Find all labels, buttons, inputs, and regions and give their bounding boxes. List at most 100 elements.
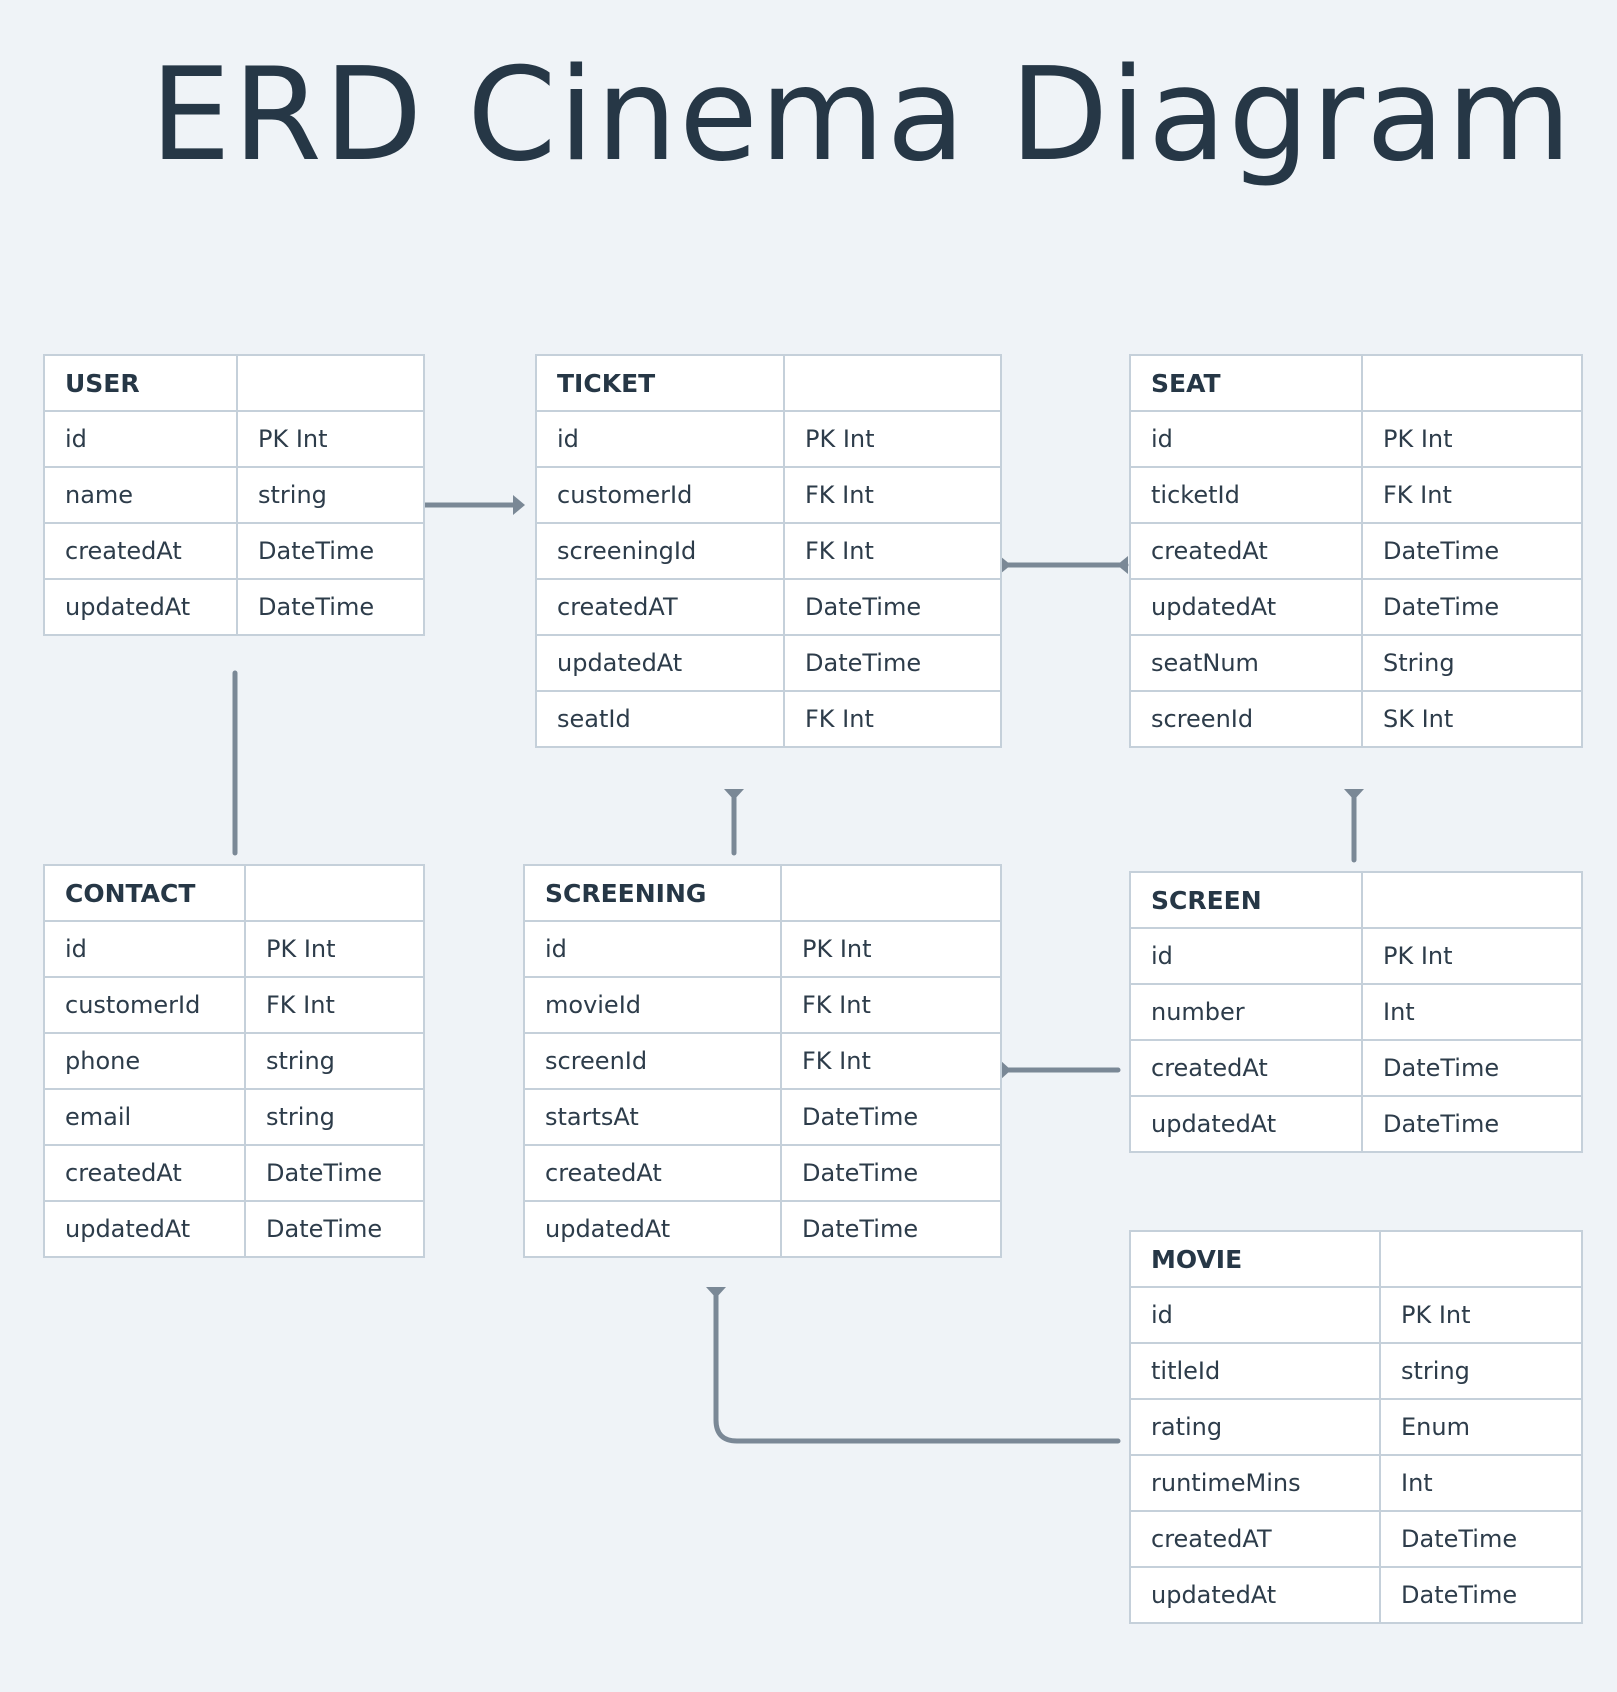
field-name: id	[43, 410, 238, 468]
entity-name: SEAT	[1129, 354, 1363, 412]
field-type: string	[244, 1032, 425, 1090]
entity-name: SCREENING	[523, 864, 782, 922]
field-type: PK Int	[244, 920, 425, 978]
entity-header: MOVIE	[1129, 1230, 1583, 1288]
field-type: string	[1379, 1342, 1583, 1400]
field-type: DateTime	[244, 1200, 425, 1258]
field-type: FK Int	[244, 976, 425, 1034]
field-type: DateTime	[1361, 1095, 1583, 1153]
arrowhead-screening-bottom	[706, 1287, 726, 1298]
entity-name: SCREEN	[1129, 871, 1363, 929]
entity-name: MOVIE	[1129, 1230, 1381, 1288]
field-name: createdAT	[535, 578, 785, 636]
field-name: id	[1129, 927, 1363, 985]
field-name: createdAt	[43, 522, 238, 580]
entity-header: TICKET	[535, 354, 1002, 412]
arrowhead-ticket-bottom	[724, 789, 744, 800]
field-name: createdAt	[523, 1144, 782, 1202]
arrowhead-ticket-screeningid	[1000, 556, 1011, 574]
entity-header: USER	[43, 354, 425, 412]
field-name: movieId	[523, 976, 782, 1034]
field-name: runtimeMins	[1129, 1454, 1381, 1512]
field-name: rating	[1129, 1398, 1381, 1456]
arrowhead-ticket-customerid	[513, 495, 525, 515]
field-type: DateTime	[780, 1144, 1002, 1202]
entity-name: USER	[43, 354, 238, 412]
field-type: SK Int	[1361, 690, 1583, 748]
diagram-title: ERD Cinema Diagram	[150, 41, 1574, 190]
field-type: FK Int	[780, 976, 1002, 1034]
field-name: screeningId	[535, 522, 785, 580]
entity-name: TICKET	[535, 354, 785, 412]
field-type: FK Int	[783, 522, 1002, 580]
field-name: name	[43, 466, 238, 524]
field-type: DateTime	[783, 634, 1002, 692]
field-type: FK Int	[783, 466, 1002, 524]
field-name: createdAt	[43, 1144, 246, 1202]
field-type: DateTime	[236, 522, 425, 580]
field-type: Enum	[1379, 1398, 1583, 1456]
field-type: string	[244, 1088, 425, 1146]
field-type: PK Int	[780, 920, 1002, 978]
entity-header: SCREENING	[523, 864, 1002, 922]
field-name: id	[43, 920, 246, 978]
entity-header: SCREEN	[1129, 871, 1583, 929]
field-type: PK Int	[1361, 927, 1583, 985]
arrowhead-seat-bottom	[1344, 789, 1364, 800]
field-name: createdAt	[1129, 522, 1363, 580]
field-name: updatedAt	[523, 1200, 782, 1258]
field-type: PK Int	[1379, 1286, 1583, 1344]
field-type: DateTime	[780, 1200, 1002, 1258]
field-type: DateTime	[780, 1088, 1002, 1146]
field-name: updatedAt	[43, 578, 238, 636]
field-type: Int	[1379, 1454, 1583, 1512]
field-type: DateTime	[1379, 1510, 1583, 1568]
field-name: updatedAt	[535, 634, 785, 692]
arrowhead-seat-createdat	[1117, 556, 1128, 574]
field-type: DateTime	[1379, 1566, 1583, 1624]
field-name: updatedAt	[43, 1200, 246, 1258]
entity-name: CONTACT	[43, 864, 246, 922]
entity-header: CONTACT	[43, 864, 425, 922]
field-name: customerId	[535, 466, 785, 524]
field-name: number	[1129, 983, 1363, 1041]
field-type: String	[1361, 634, 1583, 692]
field-type: DateTime	[783, 578, 1002, 636]
field-type: FK Int	[780, 1032, 1002, 1090]
field-type: DateTime	[1361, 1039, 1583, 1097]
field-name: id	[523, 920, 782, 978]
field-name: id	[1129, 1286, 1381, 1344]
field-type: DateTime	[1361, 578, 1583, 636]
field-name: ticketId	[1129, 466, 1363, 524]
field-name: phone	[43, 1032, 246, 1090]
field-type: PK Int	[783, 410, 1002, 468]
field-name: createdAt	[1129, 1039, 1363, 1097]
